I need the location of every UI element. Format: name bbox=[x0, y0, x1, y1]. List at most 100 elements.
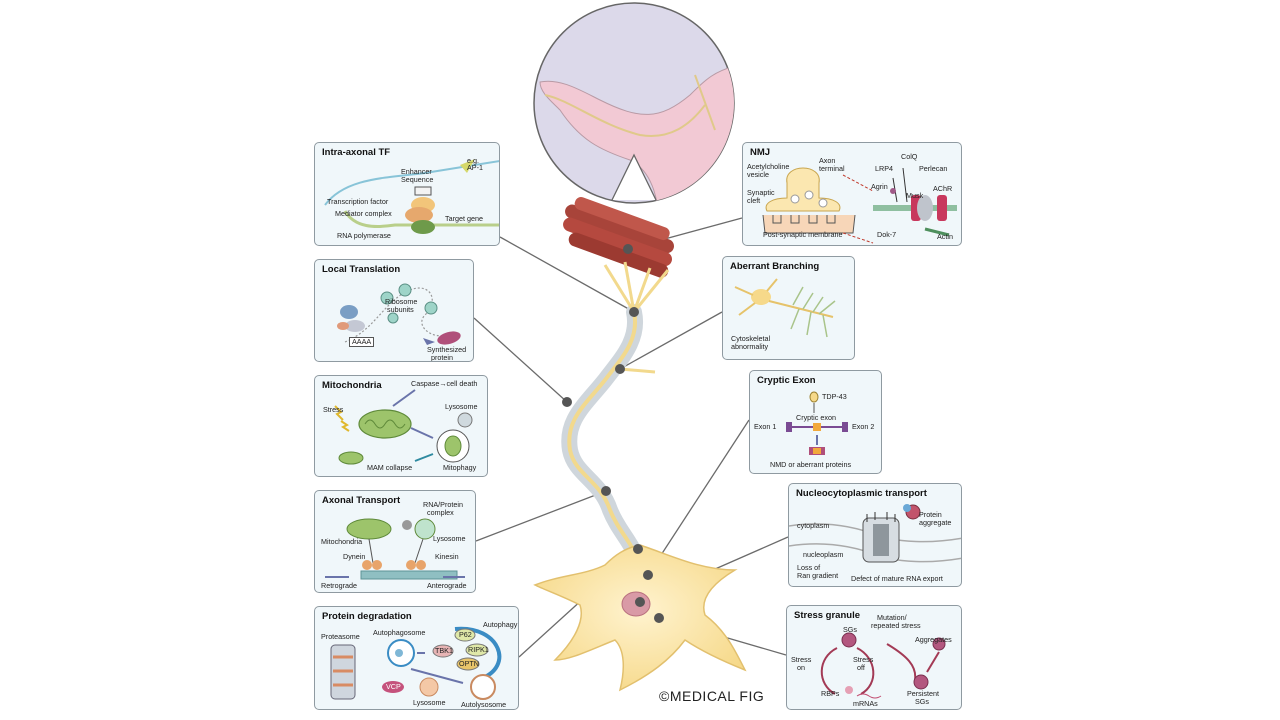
label-post-synaptic: Post-synaptic membrane bbox=[763, 230, 843, 239]
nmj-illustration bbox=[762, 167, 957, 244]
panel-local-translation: Local Translation Ribosome subunits AAAA… bbox=[314, 259, 474, 362]
label-stress-off-2: off bbox=[857, 663, 865, 672]
label-lysosome: Lysosome bbox=[445, 402, 478, 411]
label-vcp: VCP bbox=[386, 682, 401, 691]
label-agrin: Agrin bbox=[871, 182, 888, 191]
panel-stress-granule: Stress granule SGs Mutation/ repeated st… bbox=[786, 605, 962, 710]
label-stress-on-2: on bbox=[797, 663, 805, 672]
label-p62: P62 bbox=[459, 630, 472, 639]
label-rna-polymerase: RNA polymerase bbox=[337, 231, 391, 240]
label-mam-collapse: MAM collapse bbox=[367, 463, 413, 472]
copyright-notice: ©MEDICAL FIG bbox=[659, 688, 765, 704]
mitochondria-illustration bbox=[334, 389, 473, 465]
label-vesicle: vesicle bbox=[747, 170, 769, 179]
label-autophagosome: Autophagosome bbox=[373, 628, 426, 637]
panel-intra-axonal-tf: Intra-axonal TF e.g. AP-1 Enhancer Seque… bbox=[314, 142, 500, 246]
label-exon2: Exon 2 bbox=[852, 422, 875, 431]
label-aggregate: aggregate bbox=[919, 518, 952, 527]
label-dynein: Dynein bbox=[343, 552, 366, 561]
panel-title: Cryptic Exon bbox=[757, 375, 816, 386]
label-loss-of: Loss of bbox=[797, 563, 821, 572]
panel-title: Nucleocytoplasmic transport bbox=[796, 488, 927, 499]
axon bbox=[567, 311, 640, 561]
label-stress: Stress bbox=[323, 405, 344, 414]
label-lysosome: Lysosome bbox=[433, 534, 466, 543]
label-synaptic: Synaptic bbox=[747, 188, 775, 197]
translation-illustration bbox=[337, 283, 461, 345]
panel-title: Intra-axonal TF bbox=[322, 147, 391, 158]
label-actin: Actin bbox=[937, 232, 953, 241]
label-tbk1: TBK1 bbox=[435, 646, 453, 655]
label-aggregates: Aggregates bbox=[915, 635, 952, 644]
label-axon: Axon bbox=[819, 156, 836, 165]
label-protein: Protein bbox=[919, 510, 942, 519]
label-rna-protein: RNA/Protein bbox=[423, 500, 463, 509]
panel-title: Stress granule bbox=[794, 610, 860, 621]
panel-protein-degradation: Protein degradation Proteasome Autophago… bbox=[314, 606, 519, 710]
label-retrograde: Retrograde bbox=[321, 581, 357, 590]
label-dok7: Dok-7 bbox=[877, 230, 897, 239]
label-proteasome: Proteasome bbox=[321, 632, 360, 641]
label-nucleoplasm: nucleoplasm bbox=[803, 550, 844, 559]
label-autolysosome: Autolysosome bbox=[461, 700, 507, 709]
branching-illustration bbox=[734, 278, 836, 338]
label-achr: AChR bbox=[933, 184, 953, 193]
label-lysosome: Lysosome bbox=[413, 698, 446, 707]
panel-nucleocytoplasmic-transport: Nucleocytoplasmic transport cytoplasm Pr… bbox=[788, 483, 962, 587]
label-synthesized: Synthesized bbox=[427, 345, 467, 354]
label-persistent: Persistent bbox=[907, 689, 939, 698]
label-caspase: Caspase→cell death bbox=[411, 379, 478, 388]
label-eg: e.g. bbox=[467, 156, 479, 165]
transport-illustration bbox=[325, 518, 465, 580]
label-anterograde: Anterograde bbox=[427, 581, 467, 590]
panel-title: Axonal Transport bbox=[322, 495, 401, 506]
label-ribosome: Ribosome bbox=[385, 297, 418, 306]
label-perlecan: Perlecan bbox=[919, 164, 948, 173]
label-persistent-sgs: SGs bbox=[915, 697, 929, 706]
label-acetylcholine: Acetylcholine bbox=[747, 162, 790, 171]
label-subunits: subunits bbox=[387, 305, 414, 314]
label-tdp43: TDP-43 bbox=[822, 392, 847, 401]
label-terminal: terminal bbox=[819, 164, 845, 173]
label-autophagy: Autophagy bbox=[483, 620, 518, 629]
label-enhancer: Enhancer bbox=[401, 167, 432, 176]
label-mutation: Mutation/ bbox=[877, 613, 907, 622]
label-polya-tail: AAAA bbox=[349, 337, 375, 347]
label-nmd: NMD or aberrant proteins bbox=[770, 460, 852, 469]
panel-aberrant-branching: Aberrant Branching Cytoskeletal abnormal… bbox=[722, 256, 855, 360]
label-sequence: Sequence bbox=[401, 175, 434, 184]
label-colq: ColQ bbox=[901, 152, 918, 161]
label-abnormality: abnormality bbox=[731, 342, 769, 351]
label-mitochondria: Mitochondria bbox=[321, 537, 363, 546]
stress-granule-illustration bbox=[820, 632, 946, 699]
arm-circle bbox=[533, 2, 735, 204]
panel-title: Protein degradation bbox=[322, 611, 412, 622]
label-rbps: RBPs bbox=[821, 689, 840, 698]
label-exon1: Exon 1 bbox=[754, 422, 777, 431]
panel-title: Mitochondria bbox=[322, 380, 382, 391]
connector-dots bbox=[562, 244, 664, 623]
label-musk: Musk bbox=[906, 191, 924, 200]
panel-title: NMJ bbox=[750, 147, 771, 158]
axon-terminals bbox=[603, 261, 670, 374]
panel-axonal-transport: Axonal Transport RNA/Protein complex Mit… bbox=[314, 490, 476, 593]
muscle-bundle bbox=[563, 197, 674, 278]
label-tf: Transcription factor bbox=[327, 197, 389, 206]
label-mrnas: mRNAs bbox=[853, 699, 878, 708]
label-cytoskeletal: Cytoskeletal bbox=[731, 334, 771, 343]
panel-cryptic-exon: Cryptic Exon TDP-43 Cryptic exon Exon 1 … bbox=[749, 370, 882, 474]
label-ripk1: RIPK1 bbox=[468, 645, 489, 654]
label-ap1: AP-1 bbox=[467, 163, 483, 172]
cryptic-exon-illustration bbox=[786, 391, 848, 455]
degradation-illustration bbox=[330, 626, 502, 700]
panel-mitochondria: Mitochondria Caspase→cell death Stress L… bbox=[314, 375, 488, 477]
label-cytoplasm: cytoplasm bbox=[797, 521, 830, 530]
label-stress-on-1: Stress bbox=[791, 655, 812, 664]
label-sgs: SGs bbox=[843, 625, 857, 634]
nucleocytoplasmic-illustration bbox=[789, 504, 961, 563]
neuron-soma bbox=[533, 544, 747, 692]
label-protein: protein bbox=[431, 353, 453, 362]
label-lrp4: LRP4 bbox=[875, 164, 893, 173]
